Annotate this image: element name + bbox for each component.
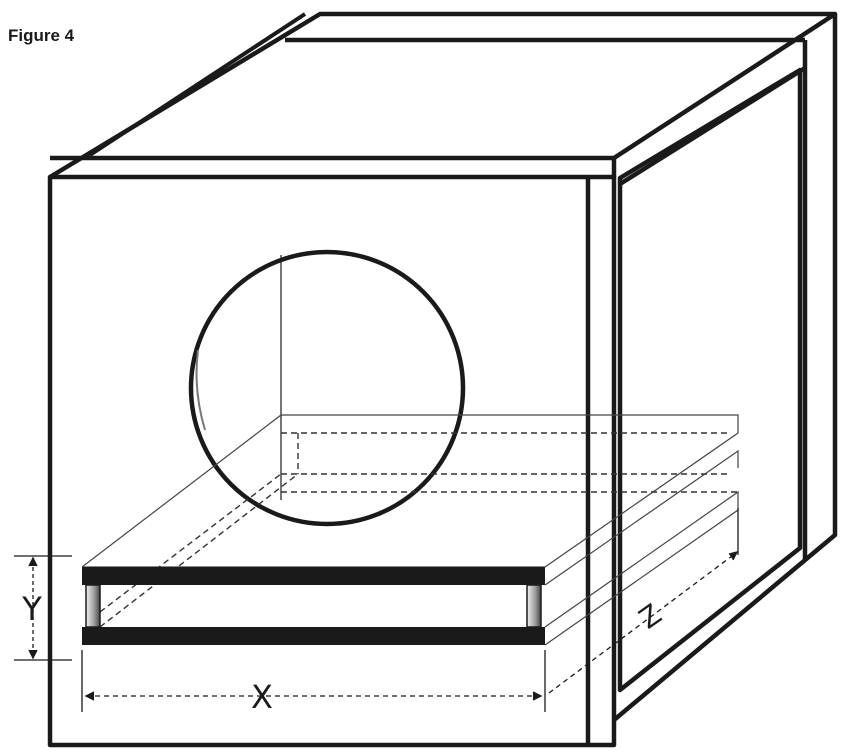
tray-top-bar: [82, 567, 545, 585]
tray-hidden-lines: [99, 432, 738, 628]
front-face: [47, 174, 617, 748]
right-side: [612, 14, 838, 722]
figure-title: Figure 4: [8, 26, 75, 45]
dimension-z: [548, 508, 739, 694]
dimension-x-label: X: [251, 678, 273, 716]
tray-bottom-bar: [82, 627, 545, 645]
dimension-y: [14, 555, 72, 661]
dimension-z-label: Z: [633, 597, 668, 635]
circular-opening: [188, 249, 466, 527]
dimension-x: [81, 650, 546, 712]
tray-front: [82, 567, 545, 645]
tray-right-post: [526, 584, 542, 628]
dimension-y-label: Y: [21, 590, 42, 628]
tray-left-post: [85, 584, 101, 628]
box-outline: [47, 11, 838, 748]
